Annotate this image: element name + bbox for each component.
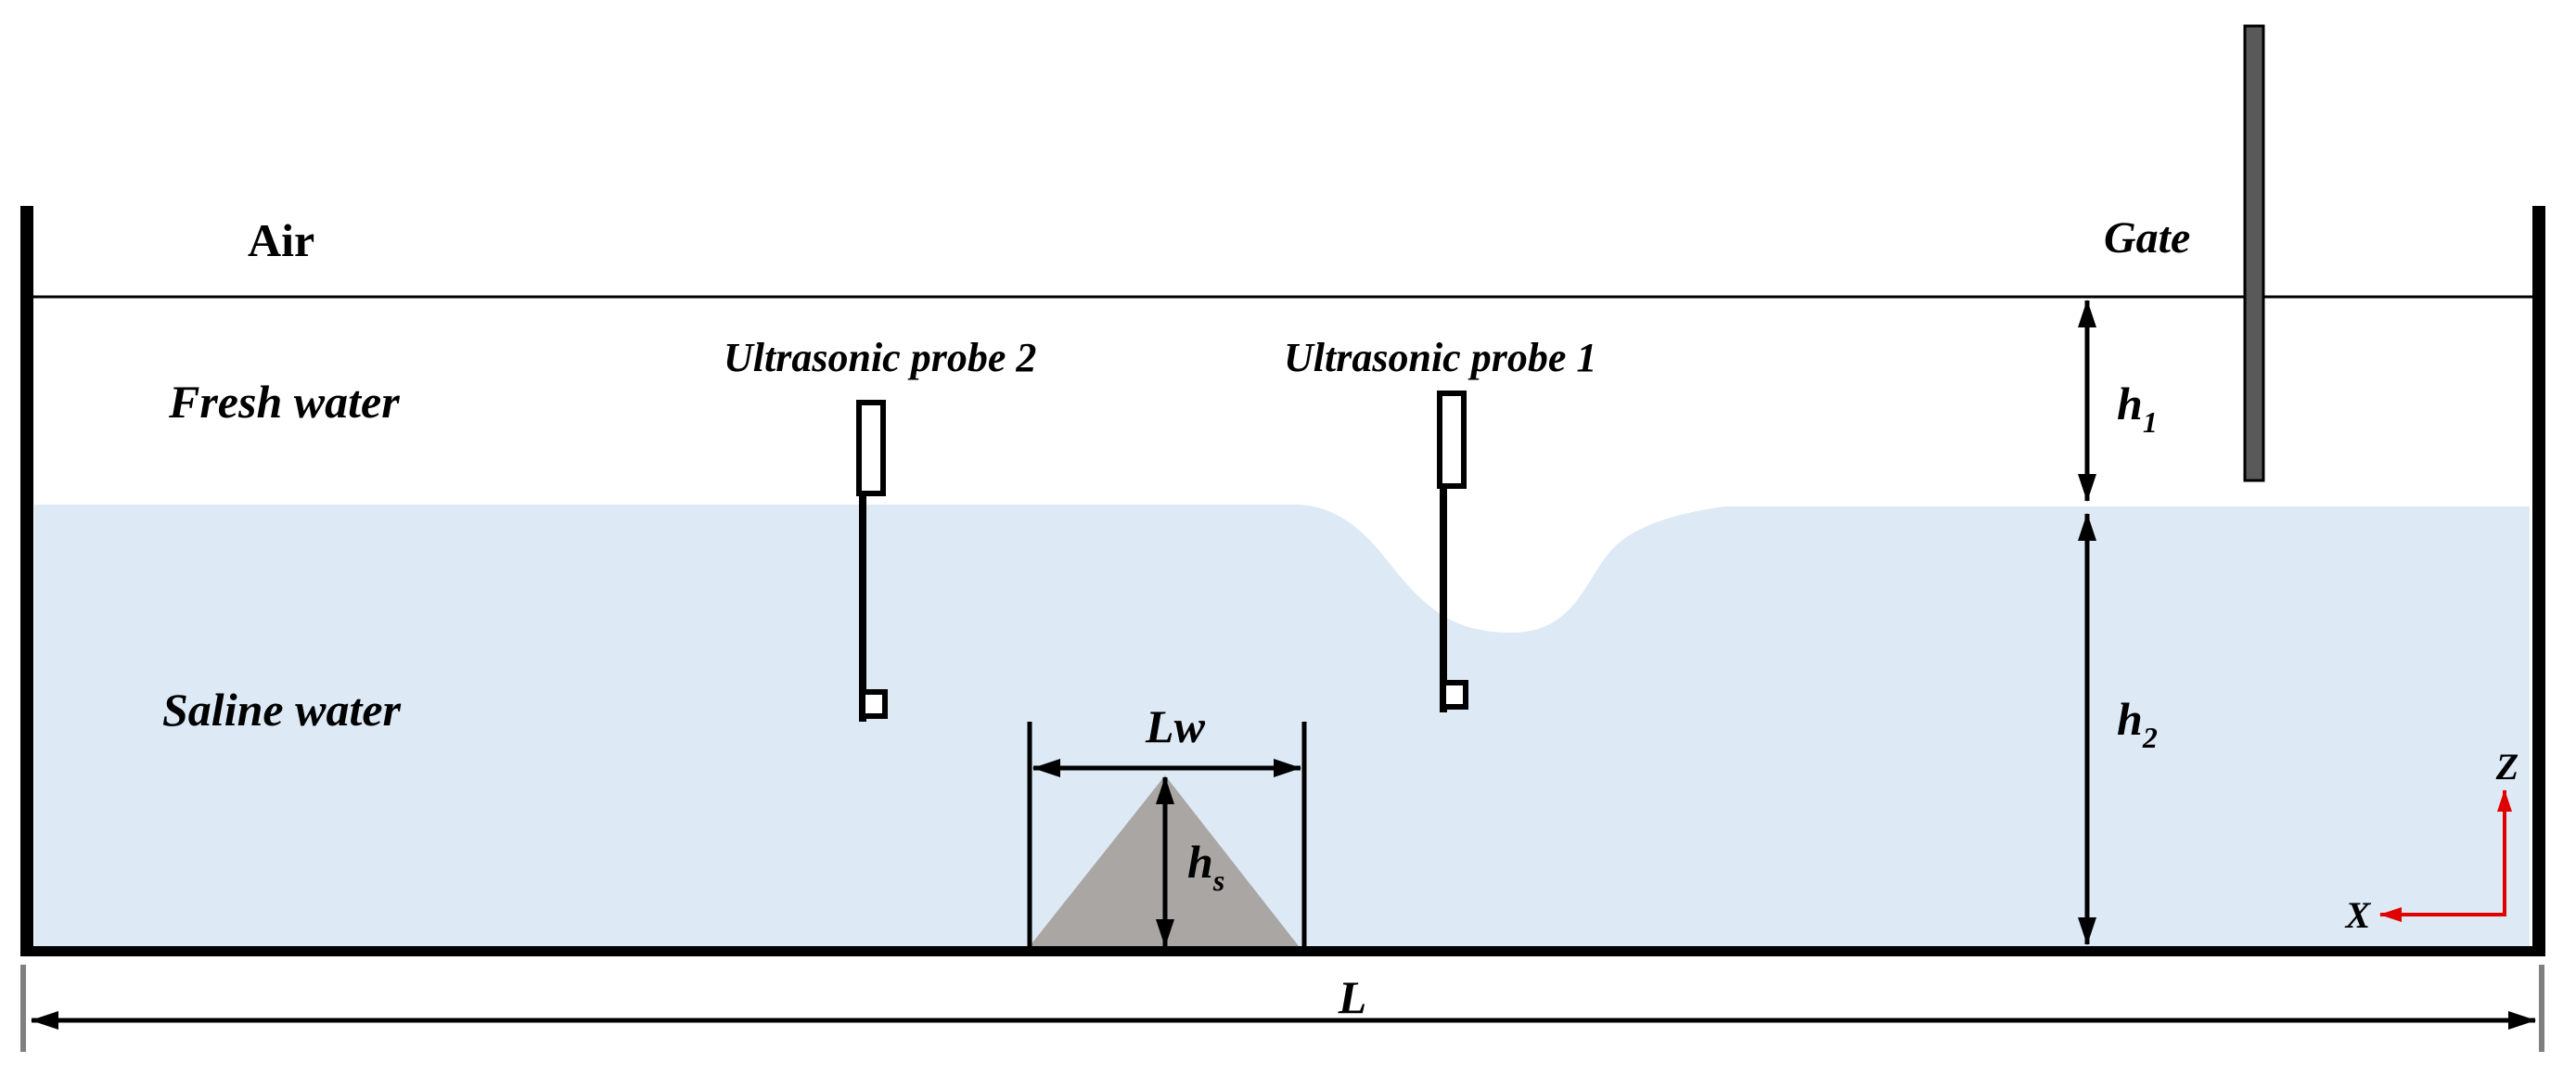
probe-1-label: Ultrasonic probe 1: [1284, 335, 1596, 380]
saline-water-label: Saline water: [162, 684, 402, 736]
air-label: Air: [248, 214, 314, 266]
right-edge-mark: [2539, 965, 2544, 1052]
fresh-water-label: Fresh water: [168, 376, 400, 428]
l-label: L: [1338, 971, 1367, 1023]
h2-label: h2: [2117, 693, 2158, 754]
tank-left-wall: [20, 206, 33, 955]
gate-label: Gate: [2104, 213, 2190, 263]
coordinate-axes: Z X: [2344, 746, 2519, 936]
tank-right-wall: [2532, 206, 2545, 955]
ultrasonic-probe-1: [1437, 391, 1468, 712]
probe-2-label: Ultrasonic probe 2: [724, 335, 1036, 380]
gate: [2243, 24, 2265, 482]
left-edge-mark: [20, 965, 26, 1052]
ultrasonic-probe-2: [856, 400, 888, 722]
tank-bottom: [20, 946, 2545, 956]
h1-label: h1: [2117, 378, 2158, 439]
x-axis-label: X: [2344, 894, 2372, 936]
z-axis-label: Z: [2495, 746, 2518, 788]
saline-water-region: [34, 505, 2530, 948]
lw-label: Lw: [1145, 700, 1206, 752]
hs-label: hs: [1187, 836, 1224, 897]
